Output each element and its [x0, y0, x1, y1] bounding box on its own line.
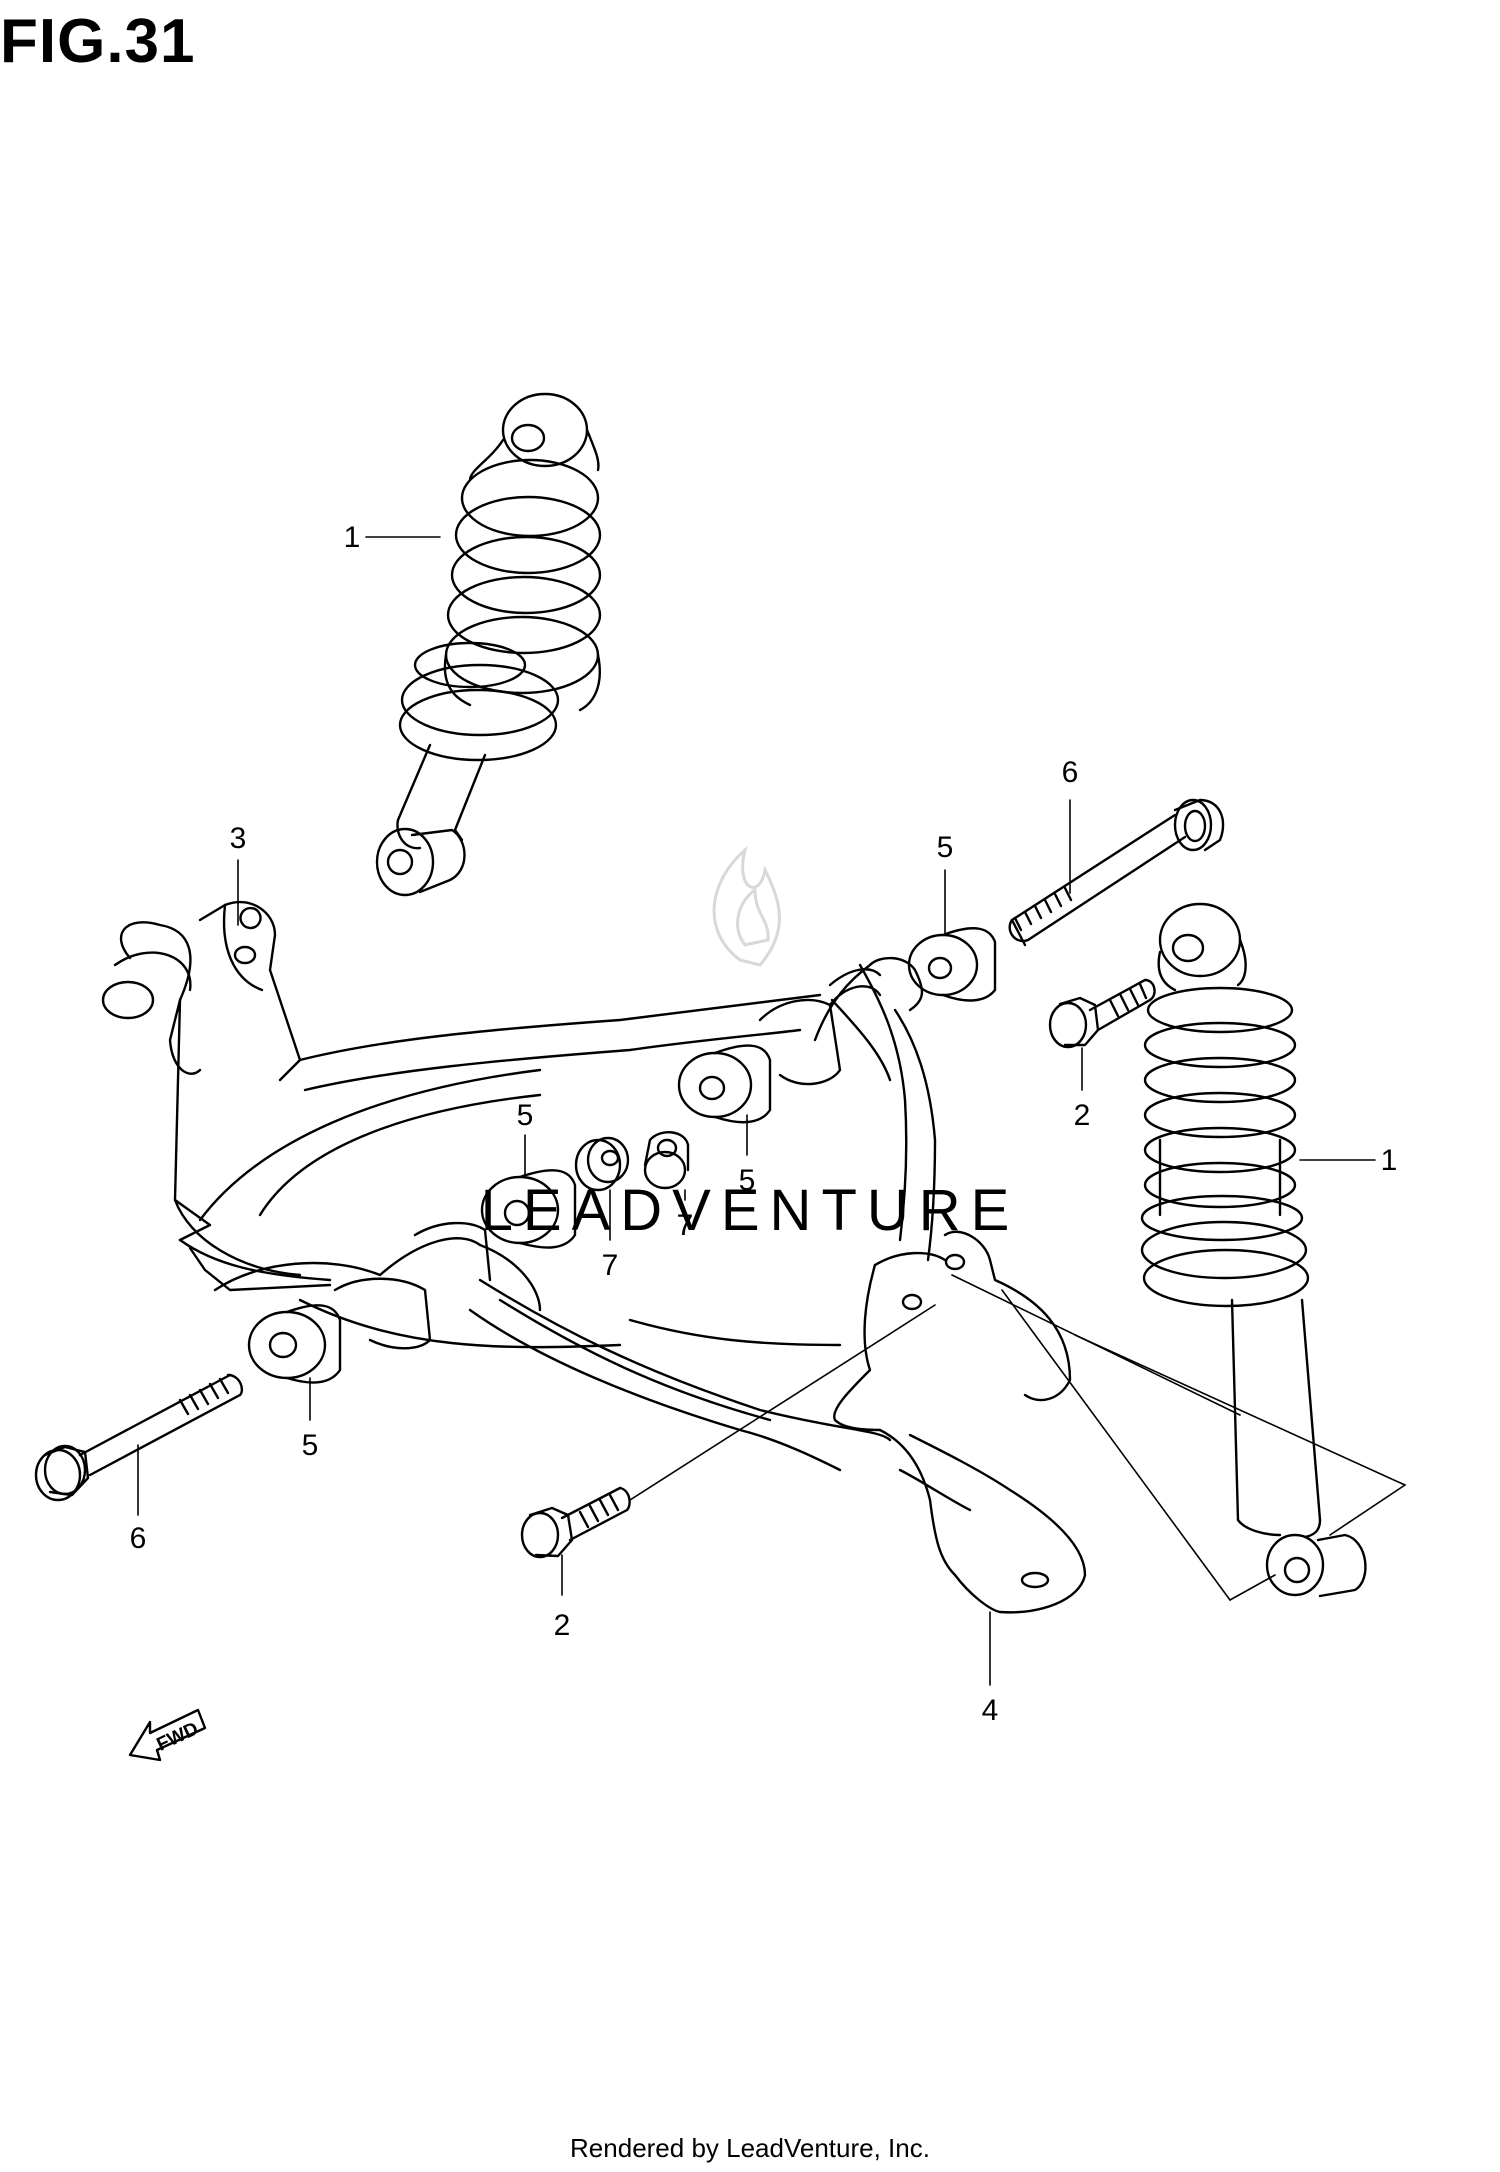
callout-2-bottom: 2: [554, 1554, 571, 1642]
callout-1-right: 1: [1299, 1144, 1398, 1177]
bushing-5-a[interactable]: [247, 1304, 342, 1384]
callout-7-a: 7: [602, 1189, 619, 1282]
callout-6-right: 6: [1062, 756, 1079, 894]
shock-absorber-top[interactable]: [375, 392, 602, 897]
suspension-arm-4[interactable]: [833, 1230, 1087, 1614]
callout-5-b: 5: [517, 1099, 534, 1179]
callout-5-d: 5: [937, 831, 954, 936]
svg-text:4: 4: [982, 1694, 999, 1727]
svg-text:6: 6: [130, 1522, 147, 1555]
fwd-label: FWD: [154, 1718, 202, 1755]
svg-text:5: 5: [517, 1099, 534, 1132]
svg-text:7: 7: [602, 1249, 619, 1282]
bushing-5-b[interactable]: [480, 1169, 577, 1249]
svg-text:1: 1: [344, 521, 361, 554]
callout-5-a: 5: [302, 1377, 319, 1462]
svg-text:2: 2: [1074, 1099, 1091, 1132]
bolt-6-right[interactable]: [1008, 798, 1225, 947]
figure-title: FIG.31: [0, 7, 196, 76]
callout-5-c: 5: [739, 1114, 756, 1197]
bushing-5-c[interactable]: [677, 1044, 772, 1124]
bolt-2-right[interactable]: [1048, 978, 1156, 1049]
shock-absorber-right[interactable]: [1140, 902, 1367, 1598]
assembly-guide-lines: [629, 1274, 1406, 1601]
svg-text:5: 5: [302, 1429, 319, 1462]
bushing-5-d[interactable]: [907, 927, 997, 1002]
callout-4: 4: [982, 1611, 999, 1727]
leadventure-flame-icon: [712, 845, 781, 967]
arm-bushing-sleeves: [333, 968, 882, 1350]
svg-text:5: 5: [937, 831, 954, 864]
callout-7-b: 7: [677, 1189, 694, 1242]
svg-text:5: 5: [739, 1164, 756, 1197]
callout-6-left: 6: [130, 1444, 147, 1555]
suspension-arm-3[interactable]: [101, 900, 822, 1292]
svg-text:1: 1: [1381, 1144, 1398, 1177]
callout-3: 3: [230, 822, 247, 926]
washer-7-a[interactable]: [574, 1136, 630, 1192]
svg-text:3: 3: [230, 822, 247, 855]
svg-text:7: 7: [677, 1209, 694, 1242]
callout-1-top: 1: [344, 521, 441, 554]
arm-front-tube: [213, 956, 937, 1472]
washer-7-b[interactable]: [643, 1131, 690, 1190]
bolt-2-bottom[interactable]: [520, 1486, 631, 1559]
watermark-text: LEADVENTURE: [481, 1178, 1020, 1243]
footer-credit: Rendered by LeadVenture, Inc.: [570, 2133, 930, 2163]
bolt-6-left[interactable]: [34, 1373, 244, 1502]
forward-arrow-icon: FWD: [128, 1708, 207, 1762]
svg-text:6: 6: [1062, 756, 1079, 789]
svg-text:2: 2: [554, 1609, 571, 1642]
callout-2-right: 2: [1074, 1047, 1091, 1132]
